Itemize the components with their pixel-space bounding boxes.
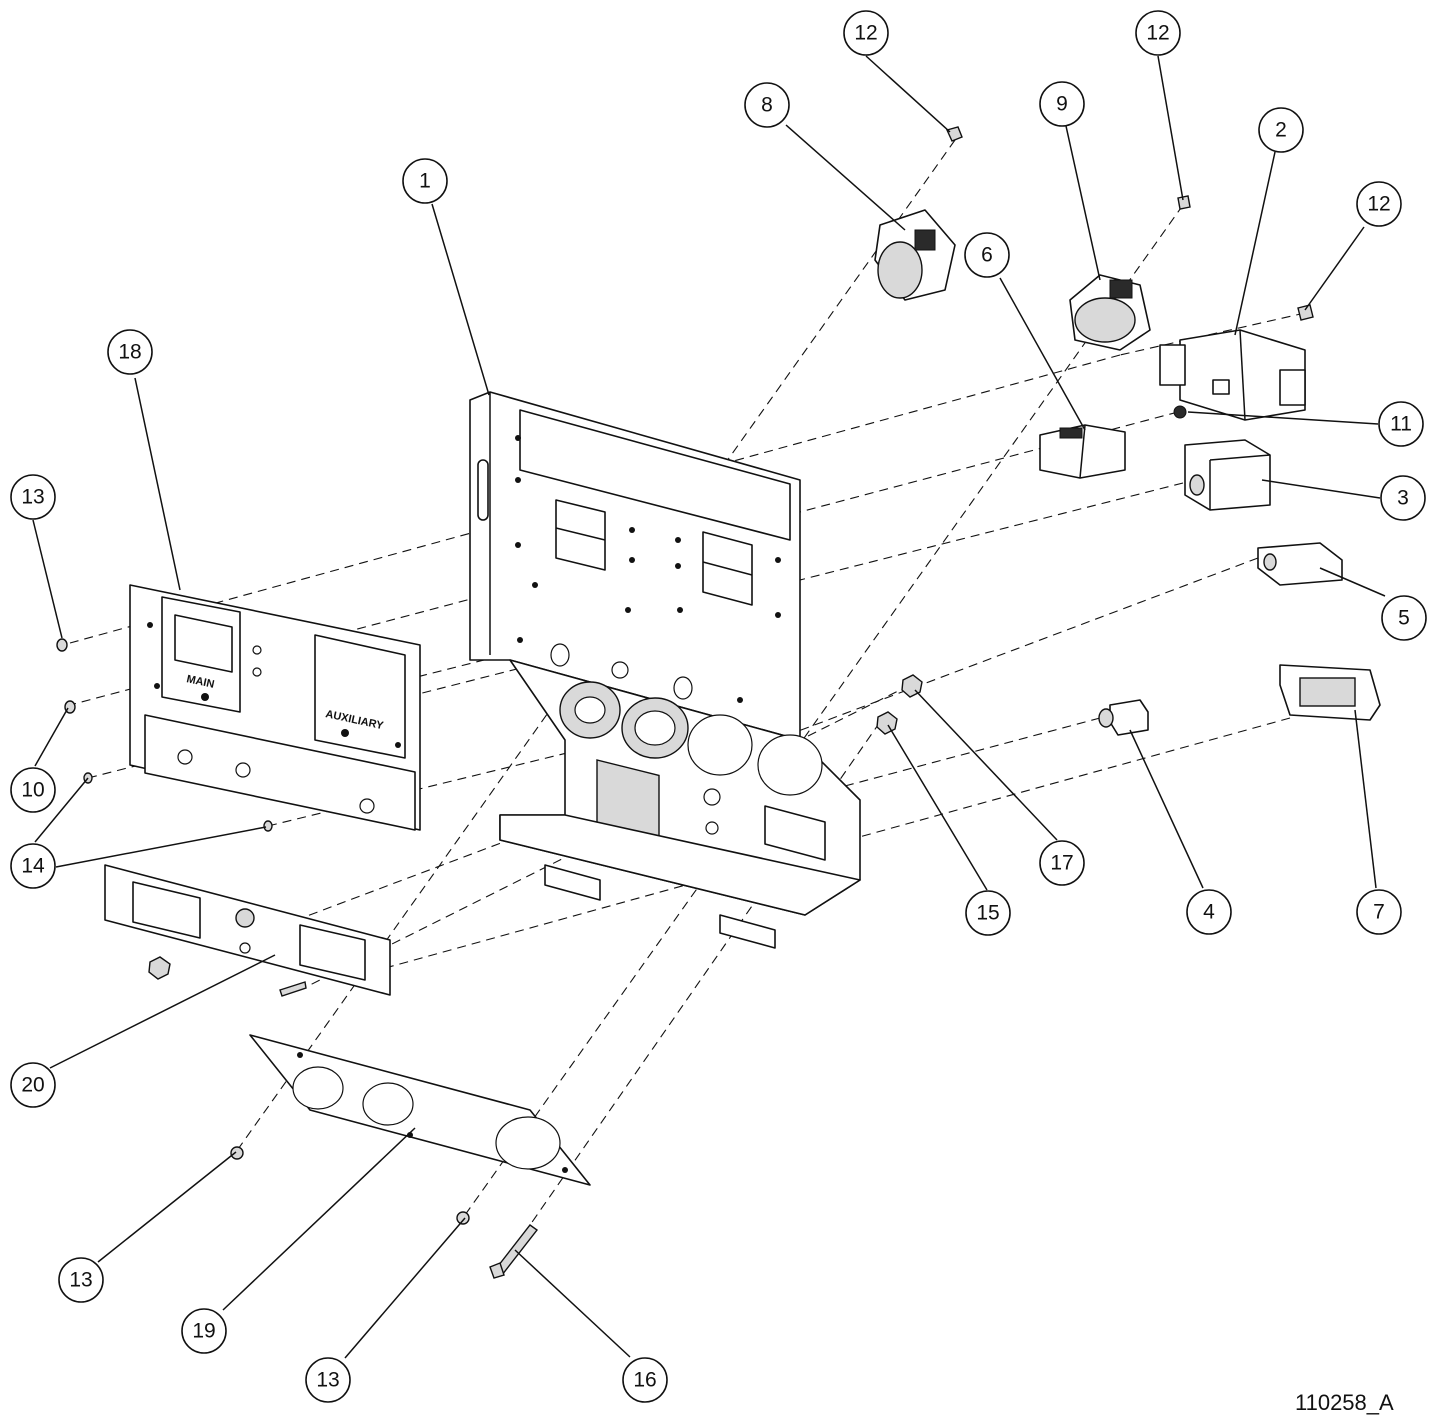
callout-14-label: 14 bbox=[21, 855, 45, 878]
callout-9-label: 9 bbox=[1056, 93, 1068, 116]
callout-17-label: 17 bbox=[1050, 852, 1073, 875]
callout-6: 6 bbox=[964, 232, 1010, 278]
callout-13c-label: 13 bbox=[316, 1369, 339, 1392]
callout-13-bottom-left: 13 bbox=[58, 1257, 104, 1303]
panel-label-main: MAIN bbox=[185, 673, 215, 691]
callout-16: 16 bbox=[622, 1357, 668, 1403]
callout-6-label: 6 bbox=[981, 244, 993, 267]
callout-4: 4 bbox=[1186, 889, 1232, 935]
callout-15-label: 15 bbox=[976, 902, 999, 925]
callout-12c-label: 12 bbox=[1367, 193, 1390, 216]
drawing-id: 110258_A bbox=[1295, 1390, 1394, 1415]
callout-14: 14 bbox=[10, 843, 56, 889]
callouts: 1 2 3 4 5 6 7 8 9 10 11 12 12 12 13 13 1… bbox=[10, 10, 1427, 1403]
callout-8-label: 8 bbox=[761, 94, 773, 117]
callout-7-label: 7 bbox=[1373, 901, 1385, 924]
callout-3-label: 3 bbox=[1397, 487, 1409, 510]
callout-18: 18 bbox=[107, 329, 153, 375]
callout-11-label: 11 bbox=[1390, 413, 1412, 436]
callout-12-top-left: 12 bbox=[843, 10, 889, 56]
gfci-receptacle bbox=[1279, 664, 1381, 721]
callout-2-label: 2 bbox=[1275, 119, 1287, 142]
callout-1-label: 1 bbox=[419, 170, 431, 193]
callout-12-top-right: 12 bbox=[1135, 10, 1181, 56]
contactor bbox=[1159, 329, 1306, 421]
callout-18-label: 18 bbox=[118, 341, 141, 364]
toggle-switch bbox=[1098, 699, 1149, 736]
relay-block bbox=[1039, 424, 1126, 479]
callout-10-label: 10 bbox=[21, 779, 44, 802]
callout-17: 17 bbox=[1039, 840, 1085, 886]
main-bracket bbox=[469, 391, 861, 949]
lower-panel bbox=[104, 864, 391, 996]
callout-20: 20 bbox=[10, 1062, 56, 1108]
indicator-box bbox=[1257, 542, 1343, 586]
callout-20-label: 20 bbox=[21, 1074, 44, 1097]
callout-12a-label: 12 bbox=[854, 22, 877, 45]
callout-13b-label: 13 bbox=[69, 1269, 92, 1292]
callout-19: 19 bbox=[181, 1308, 227, 1354]
callout-16-label: 16 bbox=[633, 1369, 656, 1392]
callout-4-label: 4 bbox=[1203, 901, 1215, 924]
callout-8: 8 bbox=[744, 82, 790, 128]
callout-13-bottom: 13 bbox=[305, 1357, 351, 1403]
callout-2: 2 bbox=[1258, 107, 1304, 153]
callout-3: 3 bbox=[1380, 475, 1426, 521]
relay-box bbox=[1184, 439, 1271, 511]
callout-5: 5 bbox=[1381, 595, 1427, 641]
callout-19-label: 19 bbox=[192, 1320, 215, 1343]
callout-7: 7 bbox=[1356, 889, 1402, 935]
callout-13-left: 13 bbox=[10, 474, 56, 520]
callout-10: 10 bbox=[10, 767, 56, 813]
callout-12-right: 12 bbox=[1356, 181, 1402, 227]
callout-12b-label: 12 bbox=[1146, 22, 1169, 45]
callout-11: 11 bbox=[1378, 401, 1424, 447]
callout-1: 1 bbox=[402, 158, 448, 204]
front-panel: MAIN AUXILIARY bbox=[129, 584, 421, 831]
callout-9: 9 bbox=[1039, 81, 1085, 127]
leader-lines bbox=[32, 55, 1386, 1359]
callout-5-label: 5 bbox=[1398, 607, 1410, 630]
gasket-plate bbox=[249, 1034, 591, 1186]
twist-lock-receptacle-large bbox=[874, 209, 956, 301]
callout-15: 15 bbox=[965, 890, 1011, 936]
callout-13a-label: 13 bbox=[21, 486, 44, 509]
twist-lock-receptacle-small bbox=[1069, 274, 1151, 351]
